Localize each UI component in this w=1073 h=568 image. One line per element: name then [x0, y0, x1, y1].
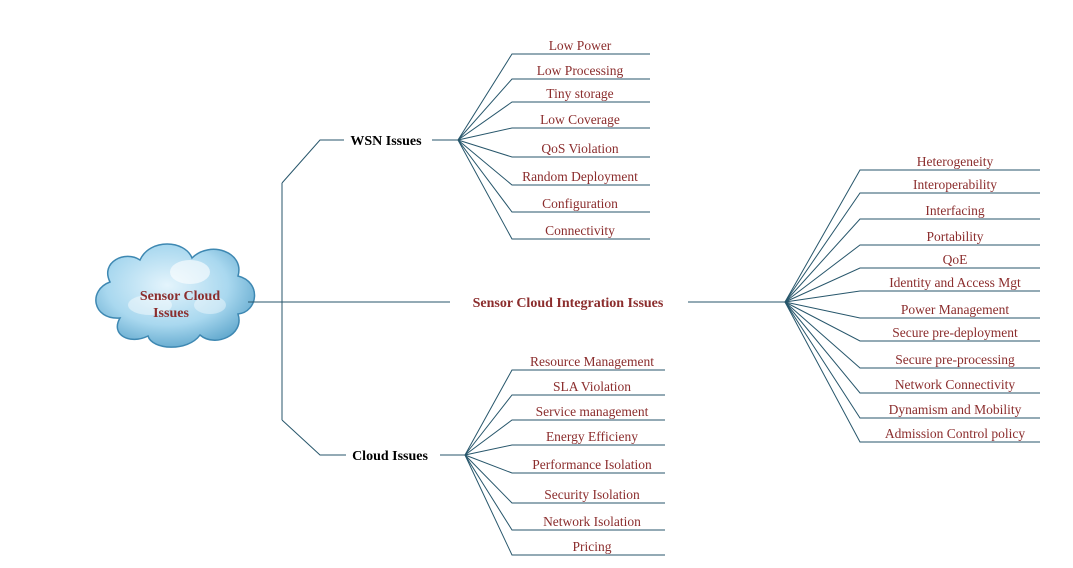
- integration-connector: [784, 301, 1040, 369]
- cloud-item-label: Network Isolation: [543, 514, 641, 529]
- center-label-line2: Issues: [153, 306, 189, 321]
- integration-item-label: Network Connectivity: [895, 377, 1016, 392]
- cloud-item-label: Energy Efficieny: [546, 429, 638, 444]
- wsn-item-label: Configuration: [542, 196, 618, 211]
- integration-connector: [784, 301, 1040, 394]
- cloud-connector: [464, 444, 665, 456]
- integration-connector: [784, 290, 1040, 303]
- wsn-item-label: Low Power: [549, 38, 612, 53]
- integration-item-label: Secure pre-deployment: [892, 325, 1018, 340]
- wsn-connector: [457, 139, 650, 186]
- integration-item-label: Dynamism and Mobility: [889, 402, 1022, 417]
- cloud-connector: [464, 394, 665, 456]
- integration-item-label: Interoperability: [913, 177, 997, 192]
- wsn-connector: [457, 101, 650, 141]
- integration-item-label: Interfacing: [925, 203, 984, 218]
- wsn-item-label: Tiny storage: [546, 86, 613, 101]
- integration-connector: [784, 169, 1040, 303]
- wsn-connector: [457, 78, 650, 141]
- cloud-item-label: Service management: [536, 404, 649, 419]
- integration-connector: [784, 301, 1040, 342]
- wsn-item-label: Low Coverage: [540, 112, 620, 127]
- integration-item-label: Portability: [927, 229, 984, 244]
- cloud-icon: [95, 243, 256, 348]
- wsn-connector: [457, 53, 650, 141]
- wsn-item-label: Low Processing: [537, 63, 624, 78]
- cloud-connector: [464, 419, 665, 456]
- integration-connector: [784, 192, 1040, 303]
- cloud-item-label: Performance Isolation: [532, 457, 652, 472]
- cloud-item-label: Pricing: [573, 539, 612, 554]
- integration-item-label: Power Management: [901, 302, 1010, 317]
- cloud-connector: [464, 454, 665, 504]
- integration-item-label: QoE: [943, 252, 968, 267]
- wsn-connector: [457, 139, 650, 240]
- integration-item-label: Secure pre-processing: [895, 352, 1015, 367]
- cloud-connector: [464, 369, 665, 456]
- cloud-item-label: SLA Violation: [553, 379, 631, 394]
- branch-title-integration: Sensor Cloud Integration Issues: [473, 296, 664, 311]
- center-node: Sensor Cloud Issues: [95, 243, 256, 348]
- branch-title-wsn: WSN Issues: [350, 134, 422, 149]
- cloud-item-label: Resource Management: [530, 354, 654, 369]
- wsn-connector: [457, 139, 650, 213]
- wsn-connector: [457, 139, 650, 158]
- trunk-connectors: [248, 139, 450, 456]
- cloud-item-label: Security Isolation: [544, 487, 640, 502]
- branch-title-cloud: Cloud Issues: [352, 449, 428, 464]
- wsn-item-label: Random Deployment: [522, 169, 638, 184]
- integration-connector: [784, 301, 1040, 443]
- wsn-item-label: Connectivity: [545, 223, 615, 238]
- integration-item-label: Identity and Access Mgt: [889, 275, 1021, 290]
- integration-item-label: Heterogeneity: [917, 154, 994, 169]
- integration-item-label: Admission Control policy: [885, 426, 1026, 441]
- cloud-connector: [464, 454, 665, 556]
- wsn-connector: [457, 127, 650, 141]
- cloud-connector: [464, 454, 665, 474]
- center-label-line1: Sensor Cloud: [140, 289, 220, 304]
- integration-issues-branch: HeterogeneityInteroperabilityInterfacing…: [688, 154, 1040, 443]
- cloud-connector: [464, 454, 665, 531]
- integration-connector: [784, 267, 1040, 303]
- wsn-item-label: QoS Violation: [541, 141, 619, 156]
- integration-connector: [784, 218, 1040, 303]
- integration-connector: [784, 301, 1040, 319]
- integration-connector: [784, 301, 1040, 419]
- integration-connector: [784, 244, 1040, 303]
